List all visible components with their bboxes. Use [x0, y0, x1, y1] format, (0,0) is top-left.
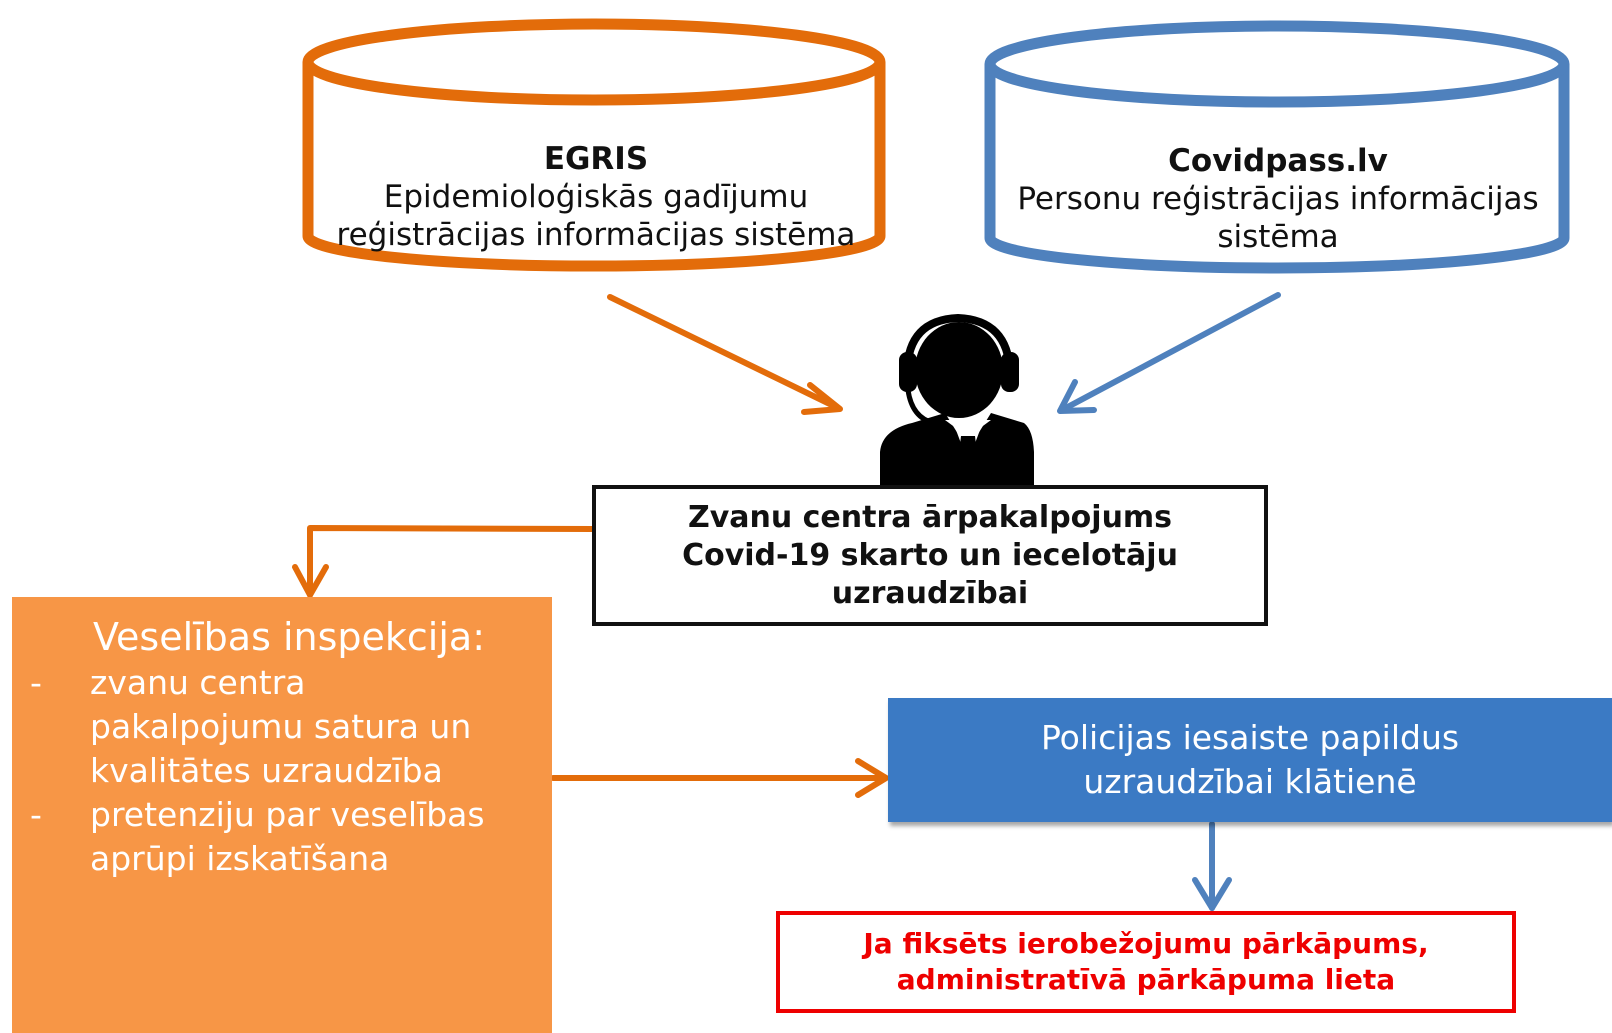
call-center-line2: Covid-19 skarto un iecelotāju: [682, 537, 1178, 573]
violation-line2: administratīvā pārkāpuma lieta: [896, 963, 1396, 996]
covidpass-database: Covidpass.lv Personu reģistrācijas infor…: [998, 142, 1558, 256]
health-inspection-list: - zvanu centra pakalpojumu satura un kva…: [12, 661, 552, 881]
egris-description-line1: Epidemioloģiskās gadījumu: [383, 179, 809, 215]
arrow-covidpass-to-call-center: [1057, 292, 1281, 414]
call-center-line1: Zvanu centra ārpakalpojums: [687, 499, 1173, 535]
health-inspection-heading: Veselības inspekcija:: [92, 615, 486, 659]
list-item: - zvanu centra pakalpojumu satura un kva…: [12, 661, 510, 793]
arrow-egris-to-call-center: [607, 294, 843, 415]
call-center-box: Zvanu centra ārpakalpojums Covid-19 skar…: [592, 485, 1268, 626]
police-label: Policijas iesaiste papildus uzraudzībai …: [1040, 718, 1460, 801]
call-center-line3: uzraudzībai: [831, 575, 1029, 611]
egris-title: EGRIS: [543, 141, 649, 177]
egris-description-line2: reģistrācijas informācijas sistēma: [336, 217, 856, 253]
police-box: Policijas iesaiste papildus uzraudzībai …: [888, 698, 1612, 822]
arrow-police-to-violation: [1192, 821, 1232, 911]
call-center-agent-icon: [880, 313, 1034, 485]
egris-database-shape: [302, 18, 886, 272]
egris-database: EGRIS Epidemioloģiskās gadījumu reģistrā…: [318, 140, 874, 254]
covidpass-title: Covidpass.lv: [1168, 143, 1388, 179]
covidpass-description-line2: sistēma: [1217, 219, 1339, 255]
violation-line1: Ja fiksēts ierobežojumu pārkāpums,: [863, 927, 1429, 960]
list-bullet: -: [30, 795, 42, 834]
list-item-text: pretenziju par veselības aprūpi izskatīš…: [90, 795, 485, 878]
list-item: - pretenziju par veselības aprūpi izskat…: [12, 793, 510, 881]
covidpass-database-shape: [984, 20, 1570, 274]
arrow-inspection-to-police: [550, 758, 889, 798]
arrow-call-center-to-inspection: [292, 525, 595, 598]
covidpass-description-line1: Personu reģistrācijas informācijas: [1017, 181, 1539, 217]
list-bullet: -: [30, 663, 42, 702]
health-inspection-box: Veselības inspekcija: - zvanu centra pak…: [12, 597, 552, 1033]
list-item-text: zvanu centra pakalpojumu satura un kvali…: [90, 663, 472, 790]
violation-box: Ja fiksēts ierobežojumu pārkāpums, admin…: [776, 911, 1516, 1013]
